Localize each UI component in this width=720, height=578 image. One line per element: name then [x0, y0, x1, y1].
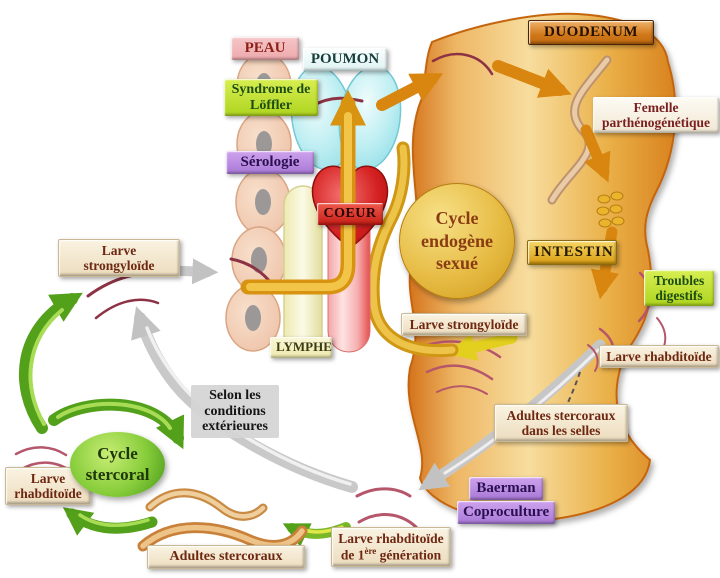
green-arrow-cycle-bottom — [62, 507, 158, 536]
cycle-stercoral-ellipse: Cycle stercoral — [70, 432, 165, 497]
green-arrow-to-infective — [18, 292, 83, 434]
label-coeur-text: COEUR — [323, 206, 377, 221]
label-intestin-text: INTESTIN — [534, 244, 614, 260]
label-serologie: Sérologie — [226, 151, 314, 174]
gold-arrow-heart-lungs — [240, 89, 367, 295]
coproculture-text: Coproculture — [463, 504, 550, 520]
gold-loop-intestine — [366, 141, 459, 358]
conditions-text: Selon les conditions extérieures — [202, 388, 268, 435]
green-arrow-cycle-top — [48, 398, 185, 450]
orange-arrow-lungs-to-body — [376, 73, 444, 111]
label-syndrome-loffler: Syndrome de Löffler — [224, 79, 318, 117]
cycle-stercoral-text: Cycle stercoral — [85, 444, 150, 484]
label-peau-text: PEAU — [244, 40, 286, 56]
label-poumon: POUMON — [303, 48, 387, 71]
gen1-sup: ère — [364, 546, 377, 557]
eggs-cluster — [596, 191, 625, 228]
larve-rhabditoide-left-text: Larve rhabditoïde — [14, 471, 82, 502]
adultes-stercoraux-text: Adultes stercoraux — [169, 549, 283, 564]
larve-strongyloide-left-text: Larve strongyloïde — [83, 243, 155, 274]
label-femelle-parthenogenetique: Femelle parthénogénétique — [593, 97, 719, 134]
larvae-infective-left — [86, 271, 172, 320]
label-lymphe: LYMPHE — [270, 337, 332, 358]
adultes-selles-text: Adultes stercoraux dans les selles — [506, 408, 616, 439]
cycle-endogene-circle: Cycle endogène sexué — [399, 183, 515, 299]
label-conditions-exterieures: Selon les conditions extérieures — [191, 385, 279, 439]
label-baerman: Baerman — [469, 477, 543, 500]
label-adultes-stercoraux: Adultes stercoraux — [147, 545, 305, 569]
label-duodenum-text: DUODENUM — [544, 24, 638, 40]
label-coeur: COEUR — [317, 203, 383, 225]
label-larve-rhabditoide-right: Larve rhabditoïde — [599, 345, 719, 369]
larva-body-top — [431, 52, 494, 76]
baerman-text: Baerman — [476, 480, 536, 496]
label-lymphe-text: LYMPHE — [276, 339, 332, 354]
label-duodenum: DUODENUM — [528, 20, 654, 45]
label-larve-strongyloide-left: Larve strongyloïde — [58, 239, 180, 278]
cycle-endogene-text: Cycle endogène sexué — [421, 208, 493, 274]
yellow-arrow-intestine — [446, 332, 518, 361]
label-larve-strongyloide-right: Larve strongyloïde — [401, 313, 527, 337]
label-adultes-stercoraux-selles: Adultes stercoraux dans les selles — [494, 404, 628, 443]
label-serologie-text: Sérologie — [240, 154, 300, 170]
label-larve-rhabditoide-gen1: Larve rhabditoïde de 1ère génération — [331, 527, 451, 567]
label-syndrome-text: Syndrome de Löffler — [231, 82, 311, 113]
label-femelle-text: Femelle parthénogénétique — [602, 100, 710, 131]
adult-worms — [137, 488, 308, 552]
label-peau: PEAU — [231, 37, 299, 60]
skin-cell — [235, 168, 291, 236]
gen1-prefix: Larve rhabditoïde de 1 — [338, 531, 444, 563]
larve-strongyloide-right-text: Larve strongyloïde — [409, 317, 519, 332]
label-intestin: INTESTIN — [527, 240, 617, 265]
larve-rhabditoide-right-text: Larve rhabditoïde — [606, 349, 712, 364]
label-troubles-digestifs: Troubles digestifs — [644, 270, 714, 307]
orange-arrow-worm-to-eggs — [580, 124, 611, 183]
orange-arrow-to-duodenum — [492, 60, 572, 98]
gen1-suffix: génération — [376, 547, 442, 563]
larvae-gen1 — [355, 487, 418, 529]
label-troubles-text: Troubles digestifs — [653, 273, 705, 304]
label-coproculture: Coproculture — [457, 501, 555, 524]
label-poumon-text: POUMON — [310, 51, 380, 67]
